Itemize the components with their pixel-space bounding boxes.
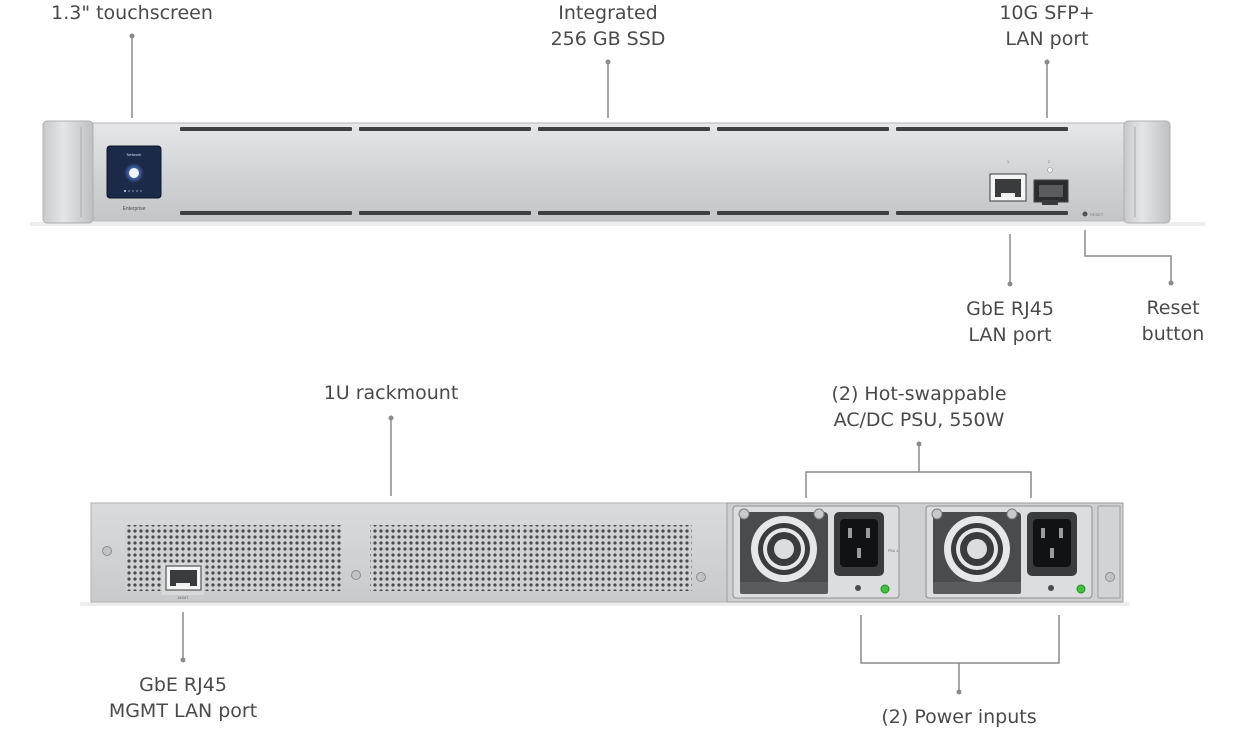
psu-leader-bracket	[805, 471, 1032, 498]
reset-leader	[1084, 230, 1172, 283]
rear-vent-left	[125, 525, 341, 591]
sfp-label: 10G SFP+ LAN port	[999, 2, 1095, 50]
rear-shadow	[80, 602, 1130, 606]
touchscreen-title: Network	[127, 152, 142, 157]
rear-screw-right	[696, 572, 706, 582]
port-1-mark: 1	[1007, 159, 1010, 164]
psu-2-pin-right	[1059, 528, 1063, 538]
psu-1-mark: PSU 1	[888, 549, 898, 553]
ssd-label: Integrated 256 GB SSD	[550, 2, 666, 50]
front-panel: Network Enterprise 1 2 RESET	[30, 120, 1205, 226]
psu-2-pin-left	[1041, 528, 1045, 538]
psu-2: PSU 2	[925, 505, 1112, 599]
rear-panel: MGMT PSU 1	[80, 502, 1130, 606]
reset-leader-dot	[1168, 280, 1174, 286]
front-shadow	[30, 222, 1205, 226]
rear-callout-dots	[180, 415, 962, 695]
psu-1-status-led	[880, 584, 890, 594]
psu-1-pin-left	[848, 528, 852, 538]
rear-screw-mid	[351, 570, 361, 580]
rj45-lan-label: GbE RJ45 LAN port	[966, 298, 1054, 346]
reset-button-label: Reset button	[1141, 297, 1205, 345]
psu-bay-screw	[1105, 572, 1115, 582]
front-callout-dots	[129, 33, 1174, 287]
front-vent-bottom-1	[180, 211, 352, 215]
screen-page-dot-5	[140, 190, 142, 192]
screen-page-dot-4	[136, 190, 138, 192]
psu-leader-dot	[916, 441, 922, 447]
reset-button[interactable]	[1082, 211, 1088, 217]
front-vent-bottom-4	[717, 211, 889, 215]
psu-1-pin-ground	[857, 548, 861, 558]
psu-1-handle[interactable]	[740, 582, 828, 594]
psu-1-screw-b	[813, 508, 825, 520]
psu-2-power-inlet[interactable]	[1033, 519, 1071, 567]
right-rack-ear	[1123, 120, 1171, 224]
screen-page-dot-3	[132, 190, 134, 192]
front-vent-bottom-5	[896, 211, 1068, 215]
front-vent-top-5	[896, 127, 1068, 131]
mgmt-leader-dot	[180, 657, 186, 663]
psu-1-latch	[855, 585, 861, 591]
sfp-status-led	[1047, 167, 1053, 173]
front-vent-top-2	[359, 127, 531, 131]
touchscreen-leader-dot	[129, 33, 135, 39]
front-vent-top-1	[180, 127, 352, 131]
mgmt-rj45-clip	[176, 583, 190, 586]
left-rack-ear	[42, 120, 94, 224]
front-chassis	[87, 122, 1129, 222]
front-callouts	[131, 36, 1172, 284]
psu-2-screw-b	[1006, 508, 1018, 520]
sfp-plus-latch	[1042, 200, 1058, 205]
rear-screw-left	[102, 546, 112, 556]
psu-1-screw-a	[738, 508, 750, 520]
psu-2-pin-ground	[1050, 548, 1054, 558]
psu-2-handle[interactable]	[933, 582, 1021, 594]
enterprise-mark: Enterprise	[123, 206, 146, 212]
rackmount-leader-dot	[388, 415, 394, 421]
reset-mark: RESET	[1090, 212, 1104, 217]
mgmt-mark: MGMT	[178, 596, 190, 600]
mgmt-rj45-socket	[170, 570, 197, 586]
psu-1: PSU 1	[732, 505, 900, 599]
psu-2-screw-a	[931, 508, 943, 520]
mgmt-lan-label: GbE RJ45 MGMT LAN port	[108, 674, 258, 722]
rj45-lan-leader-dot	[1007, 281, 1013, 287]
psu-1-pin-right	[866, 528, 870, 538]
screen-page-dot-2	[128, 190, 130, 192]
psu-bay-right-edge	[1097, 505, 1121, 599]
psu-1-power-inlet[interactable]	[840, 519, 878, 567]
rear-vent-right	[522, 525, 692, 591]
power-inputs-label: (2) Power inputs	[881, 706, 1037, 728]
rackmount-label: 1U rackmount	[323, 382, 459, 404]
rj45-lan-socket	[995, 179, 1021, 197]
rear-callouts	[182, 418, 1060, 692]
touchscreen-dot	[129, 168, 139, 178]
power-leader-bracket	[860, 615, 1060, 664]
touchscreen-label: 1.3" touchscreen	[51, 2, 213, 24]
rj45-lan-clip	[1001, 193, 1015, 197]
psu-2-latch	[1048, 585, 1054, 591]
power-leader-dot	[956, 689, 962, 695]
ssd-leader-dot	[605, 59, 611, 65]
sfp-leader-dot	[1044, 59, 1050, 65]
rear-vent-center	[370, 525, 520, 591]
psu-2-status-led	[1076, 584, 1086, 594]
screen-page-dot-1	[124, 190, 126, 192]
port-2-mark: 2	[1048, 159, 1051, 164]
front-vent-top-4	[717, 127, 889, 131]
psu-1-fan-hub	[774, 539, 794, 559]
sfp-plus-cage	[1039, 185, 1063, 197]
psu-label: (2) Hot-swappable AC/DC PSU, 550W	[831, 383, 1007, 431]
front-vent-bottom-3	[538, 211, 710, 215]
psu-2-fan-hub	[967, 539, 987, 559]
front-vent-top-3	[538, 127, 710, 131]
front-vent-bottom-2	[359, 211, 531, 215]
